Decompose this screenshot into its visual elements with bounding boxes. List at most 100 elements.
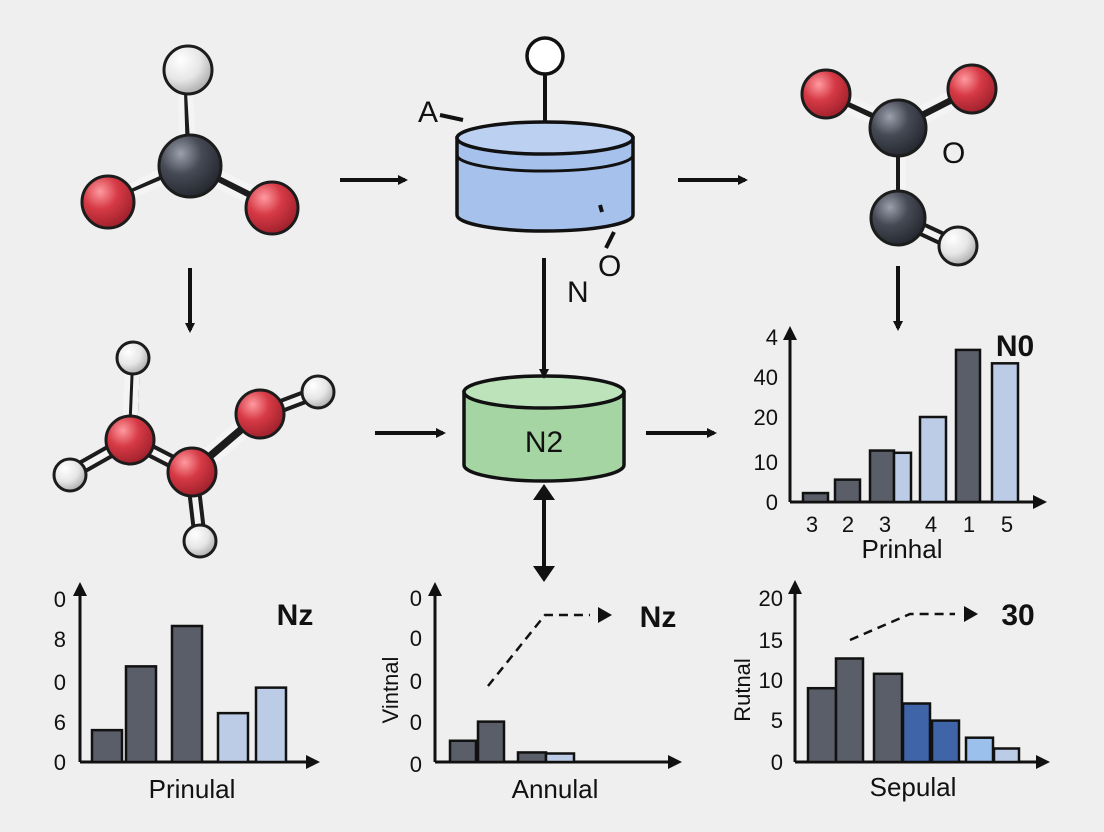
x-axis-arrowhead bbox=[1036, 755, 1050, 769]
arrow-bidirectional bbox=[533, 484, 555, 582]
x-axis-label: Prinhal bbox=[862, 534, 943, 564]
molecule-branched bbox=[52, 340, 336, 559]
y-tick-label: 0 bbox=[410, 710, 422, 735]
y-axis-arrowhead bbox=[73, 582, 87, 596]
chart-bar bbox=[992, 747, 1021, 764]
hydrogen-atom bbox=[300, 374, 336, 410]
y-tick-label: 20 bbox=[754, 405, 778, 430]
trend-arrowhead bbox=[964, 606, 978, 622]
y-axis-label: Rutnal bbox=[730, 658, 755, 722]
flow-arrows bbox=[185, 175, 903, 582]
x-axis-label: Prinulal bbox=[149, 774, 236, 804]
chart-bar bbox=[544, 752, 576, 764]
chart-bar bbox=[834, 657, 865, 764]
chart-bar bbox=[516, 751, 548, 764]
y-tick-label: 0 bbox=[410, 586, 422, 611]
y-axis-label: Vintnal bbox=[378, 657, 403, 724]
oxygen-atom bbox=[104, 414, 156, 466]
oxygen-atom bbox=[244, 180, 300, 236]
y-tick-label: 0 bbox=[54, 750, 66, 775]
hydrogen-atom bbox=[937, 225, 979, 267]
y-tick-label: 40 bbox=[754, 365, 778, 390]
molecule-carbonate bbox=[80, 44, 300, 236]
trend-arrowhead bbox=[598, 607, 612, 623]
chart-bar bbox=[872, 672, 904, 764]
y-tick-label: 0 bbox=[771, 750, 783, 775]
chart-bar bbox=[216, 711, 250, 764]
chart-title: 30 bbox=[1001, 599, 1034, 632]
chart-bar bbox=[868, 449, 896, 504]
y-tick-label: 10 bbox=[754, 450, 778, 475]
y-axis-arrowhead bbox=[428, 582, 442, 596]
y-tick-label: 0 bbox=[54, 670, 66, 695]
chart-bar bbox=[892, 451, 913, 504]
x-tick-label: 5 bbox=[1001, 512, 1013, 537]
trend-dashed-line bbox=[849, 612, 955, 642]
chart-title: N0 bbox=[996, 330, 1034, 363]
trend-dashed-line bbox=[487, 613, 590, 687]
y-axis-arrowhead bbox=[788, 580, 802, 594]
chart-bar bbox=[954, 348, 982, 504]
oxygen-atom bbox=[234, 388, 286, 440]
chart-bar bbox=[901, 702, 932, 764]
chart-bar bbox=[170, 624, 204, 764]
oxygen-atom bbox=[166, 446, 218, 498]
chart-bar bbox=[990, 362, 1020, 504]
y-tick-label: 20 bbox=[759, 586, 783, 611]
carbon-atom bbox=[157, 133, 223, 199]
chart-bar bbox=[806, 686, 838, 764]
chart-bar bbox=[833, 478, 862, 504]
hydrogen-atom bbox=[52, 457, 88, 493]
y-tick-label: 15 bbox=[759, 628, 783, 653]
chart-bar bbox=[124, 665, 158, 764]
hydrogen-atom bbox=[162, 44, 214, 96]
molecule-carboxylic: O bbox=[800, 63, 998, 267]
chart-bar bbox=[448, 739, 478, 764]
x-axis-arrowhead bbox=[668, 755, 682, 769]
y-tick-label: 6 bbox=[54, 710, 66, 735]
x-axis-arrowhead bbox=[1033, 495, 1047, 509]
carbon-atom bbox=[869, 189, 927, 247]
y-tick-label: 4 bbox=[766, 325, 778, 350]
y-tick-label: 0 bbox=[766, 490, 778, 515]
cylinder-n-label: N bbox=[567, 276, 589, 309]
x-tick-label: 3 bbox=[879, 512, 891, 537]
x-tick-label: 4 bbox=[925, 512, 937, 537]
cylinder-o-label: O bbox=[598, 250, 621, 283]
chart-bar bbox=[90, 728, 124, 764]
y-tick-label: 5 bbox=[771, 708, 783, 733]
oxygen-atom bbox=[800, 68, 852, 120]
hydrogen-atom bbox=[115, 340, 151, 376]
y-tick-label: 0 bbox=[410, 626, 422, 651]
y-tick-label: 0 bbox=[54, 587, 66, 612]
x-axis-arrowhead bbox=[306, 755, 320, 769]
cylinder-green: N2 bbox=[462, 374, 626, 483]
oxygen-atom bbox=[946, 63, 998, 115]
chart-bar bbox=[476, 720, 506, 764]
chart-bar bbox=[254, 686, 288, 764]
y-tick-label: 0 bbox=[410, 752, 422, 777]
cylinder-blue: A O N bbox=[418, 36, 635, 309]
x-tick-label: 1 bbox=[963, 512, 975, 537]
chart-bar bbox=[964, 736, 995, 764]
oxygen-atom bbox=[80, 174, 136, 230]
chart-bar bbox=[918, 415, 948, 504]
chart-bar bbox=[930, 719, 961, 764]
x-tick-label: 2 bbox=[842, 512, 854, 537]
y-tick-label: 10 bbox=[759, 668, 783, 693]
carbon-atom bbox=[868, 98, 928, 158]
cylinder-n2-label: N2 bbox=[525, 426, 563, 459]
hydrogen-atom bbox=[182, 523, 218, 559]
chart-bar bbox=[801, 491, 830, 504]
probe-ring bbox=[525, 36, 565, 76]
chart-title: Nz bbox=[277, 599, 314, 632]
y-tick-label: 0 bbox=[410, 669, 422, 694]
y-axis-arrowhead bbox=[783, 326, 797, 340]
x-axis-label: Annulal bbox=[512, 774, 599, 804]
x-tick-label: 3 bbox=[806, 512, 818, 537]
